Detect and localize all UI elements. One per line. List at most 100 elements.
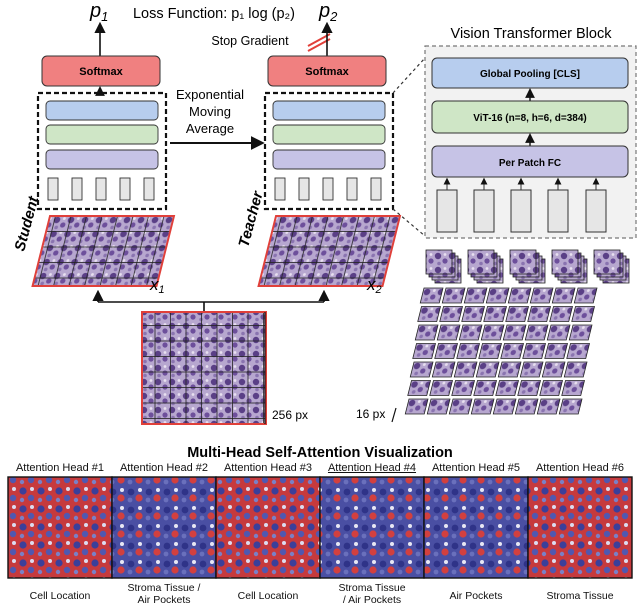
patch-tile	[541, 361, 566, 378]
patch-tile	[409, 361, 434, 378]
source-image	[141, 311, 267, 425]
attention-head-3-caption: Cell Location	[237, 590, 299, 602]
teacher-softmax-box	[267, 55, 387, 87]
per-patch-fc-label: Per Patch FC	[499, 158, 561, 169]
teacher-fc-layer	[272, 149, 386, 170]
patch-tile	[546, 324, 571, 341]
per-patch-fc-box	[431, 145, 629, 178]
patch-tile	[561, 380, 585, 396]
patch-tile	[492, 398, 517, 415]
global-pooling-label: Global Pooling [CLS]	[480, 69, 580, 80]
patch-tile	[426, 398, 451, 415]
image-size-label: 256 px	[272, 408, 308, 422]
attention-head-5-caption: Air Pockets	[449, 590, 503, 602]
student-softmax-box	[41, 55, 161, 87]
patch-tile	[507, 287, 532, 304]
patch-tile	[566, 343, 590, 359]
student-vit-layer	[45, 124, 159, 145]
token-stack-tile	[593, 249, 621, 275]
student-label: Student	[11, 194, 42, 253]
p2-label: p2	[318, 0, 338, 24]
ema-label-1: Exponential	[176, 87, 244, 102]
student-input-label: x1	[149, 275, 165, 296]
attention-title: Multi-Head Self-Attention Visualization	[187, 445, 453, 461]
attention-head-2-header: Attention Head #2	[119, 462, 209, 474]
patch-tile	[573, 287, 598, 304]
patch-tile	[407, 380, 431, 396]
token-stack-tile	[467, 249, 495, 275]
patch-tile	[514, 398, 539, 415]
patch-tile	[431, 361, 456, 378]
p1-label: p1	[89, 0, 108, 24]
token-stack-tile	[425, 249, 453, 275]
patch-tile	[483, 306, 507, 322]
patch-tile	[475, 361, 500, 378]
patch-tile	[500, 343, 524, 359]
vit-box	[431, 100, 629, 134]
teacher-label: Teacher	[235, 188, 266, 249]
teacher-softmax-label: Softmax	[305, 66, 349, 78]
patch-tile	[461, 306, 485, 322]
patch-mosaic	[404, 287, 598, 415]
patch-tile	[419, 287, 444, 304]
patch-tile	[412, 343, 436, 359]
patch-tile	[524, 324, 549, 341]
patch-tile	[539, 380, 563, 396]
patch-tile	[517, 380, 541, 396]
ema-label-3: Average	[186, 121, 234, 136]
patch-tile	[485, 287, 510, 304]
token-stack-tile	[551, 249, 579, 275]
patch-tile	[549, 306, 573, 322]
patch-tile	[536, 398, 561, 415]
teacher-vit-layer	[272, 124, 386, 145]
teacher-encoder-frame	[263, 91, 395, 211]
patch-tile	[436, 324, 461, 341]
attention-head-4-caption: Stroma Tissue/ Air Pockets	[338, 582, 406, 606]
attention-head-1-header: Attention Head #1	[15, 462, 105, 474]
patch-tile	[417, 306, 441, 322]
attention-head-4-header: Attention Head #4	[327, 462, 417, 474]
augmentation-arrows	[92, 289, 330, 312]
stop-gradient-label: Stop Gradient	[211, 34, 289, 48]
attention-maps	[7, 476, 633, 579]
vit-input-tokens	[436, 177, 607, 233]
patch-size-label: 16 px	[356, 407, 385, 421]
student-pool-layer	[45, 100, 159, 121]
token-stack-tile	[509, 249, 537, 275]
student-encoder-frame	[36, 91, 168, 211]
teacher-patch-tokens	[274, 177, 382, 201]
patch-tile	[505, 306, 529, 322]
patch-tile	[497, 361, 522, 378]
patch-tile	[463, 287, 488, 304]
patch-tile	[568, 324, 593, 341]
patch-tile	[441, 287, 466, 304]
attention-head-3-header: Attention Head #3	[223, 462, 313, 474]
attention-head-1-caption: Cell Location	[29, 590, 91, 602]
patch-tile	[456, 343, 480, 359]
patch-tile	[478, 343, 502, 359]
patch-tile	[571, 306, 595, 322]
teacher-input-label: x2	[366, 275, 382, 296]
patch-tile	[558, 398, 583, 415]
patch-tile	[544, 343, 568, 359]
patch-tile	[502, 324, 527, 341]
global-pooling-box	[431, 57, 629, 89]
student-patch-tokens	[47, 177, 155, 201]
patch-tile	[522, 343, 546, 359]
patch-tile	[470, 398, 495, 415]
patch-tile	[529, 287, 554, 304]
patch-tile	[563, 361, 588, 378]
patch-tile	[473, 380, 497, 396]
patch-tile	[429, 380, 453, 396]
patch-tile	[451, 380, 475, 396]
ema-label-2: Moving	[189, 104, 231, 119]
patch-tile	[414, 324, 439, 341]
student-fc-layer	[45, 149, 159, 170]
patch-tile	[551, 287, 576, 304]
attention-head-2-caption: Stroma Tissue /Air Pockets	[127, 582, 201, 606]
patch-tile	[448, 398, 473, 415]
loss-function-label: Loss Function: p₁ log (p₂)	[133, 6, 295, 22]
patch-tile	[527, 306, 551, 322]
teacher-input-view	[257, 215, 402, 287]
